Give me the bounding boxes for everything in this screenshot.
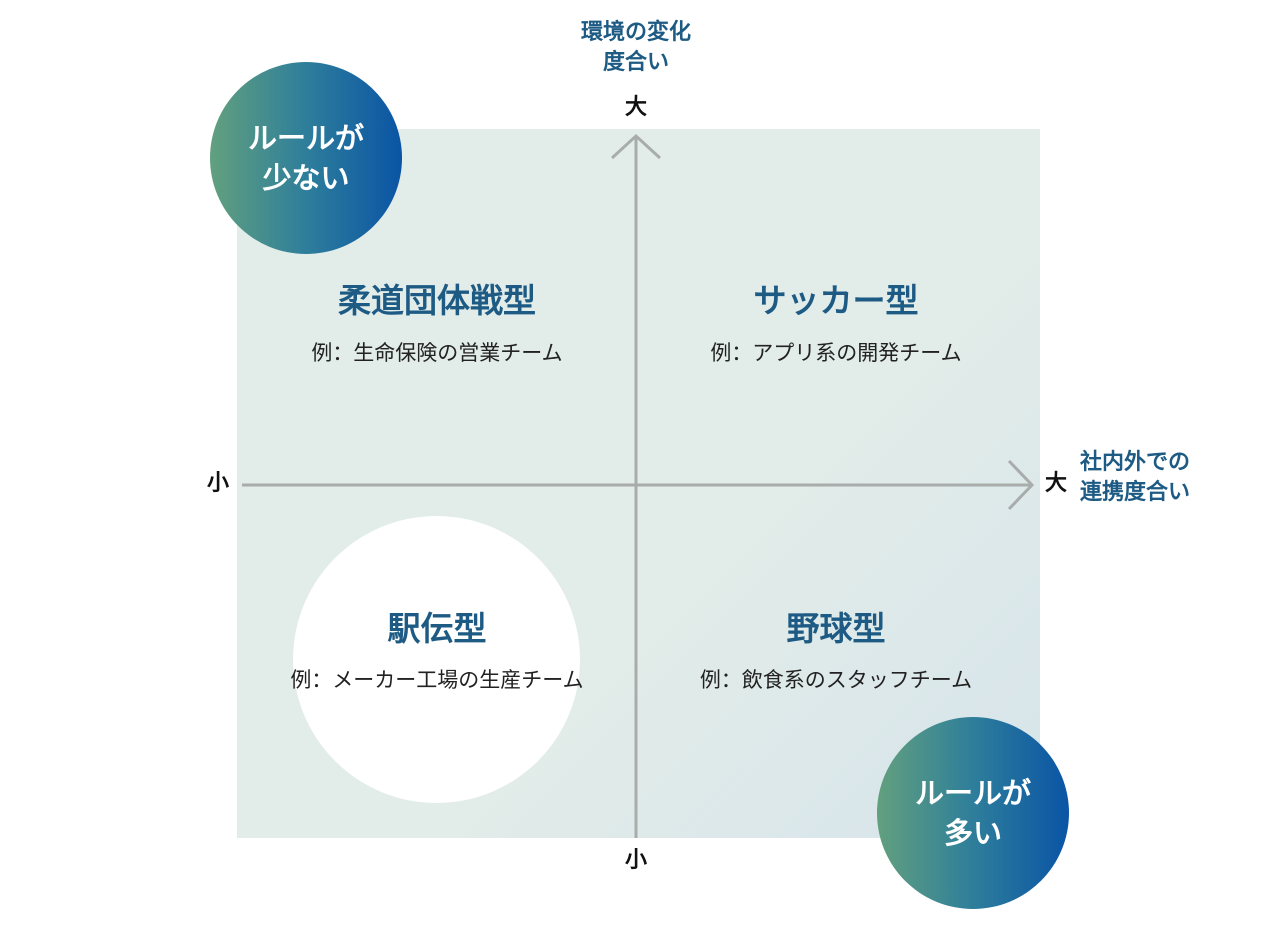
badge-fewer-rules-line2: 少ない	[262, 161, 350, 195]
quadrant-bottom-right-example: 例：飲食系のスタッフチーム	[699, 668, 973, 692]
horizontal-axis-min-label: 小	[206, 471, 229, 496]
horizontal-axis-title-line2: 連携度合い	[1080, 480, 1191, 505]
quadrant-bottom-left-example: 例：メーカー工場の生産チーム	[290, 668, 584, 692]
quadrant-bottom-left-title: 駅伝型	[387, 609, 487, 648]
quadrant-top-right-title: サッカー型	[753, 281, 919, 320]
badge-more-rules: ルールが 多い	[877, 717, 1069, 909]
vertical-axis-arrowhead	[610, 133, 662, 160]
badge-fewer-rules-line1: ルールが	[247, 121, 364, 155]
quadrant-top-left-title: 柔道団体戦型	[338, 281, 536, 320]
quadrant-top-left-example: 例：生命保険の営業チーム	[311, 341, 563, 365]
badge-more-rules-line2: 多い	[943, 816, 1002, 850]
quadrant-bottom-right-title: 野球型	[786, 609, 886, 648]
vertical-axis-min-label: 小	[624, 848, 647, 873]
horizontal-axis-title: 社内外での 連携度合い	[1080, 448, 1260, 508]
horizontal-axis-title-line1: 社内外での	[1080, 450, 1191, 475]
vertical-axis-max-label: 大	[624, 95, 647, 120]
badge-fewer-rules: ルールが 少ない	[210, 62, 402, 254]
horizontal-axis-arrowhead	[1007, 459, 1035, 511]
vertical-axis-title: 環境の変化 度合い	[536, 18, 736, 78]
highlight-circle	[293, 516, 580, 803]
quadrant-top-right-example: 例：アプリ系の開発チーム	[710, 341, 962, 365]
badge-more-rules-line1: ルールが	[914, 776, 1031, 810]
vertical-axis-title-line2: 度合い	[602, 50, 669, 75]
horizontal-axis-max-label: 大	[1044, 471, 1067, 496]
vertical-axis-title-line1: 環境の変化	[580, 20, 691, 45]
